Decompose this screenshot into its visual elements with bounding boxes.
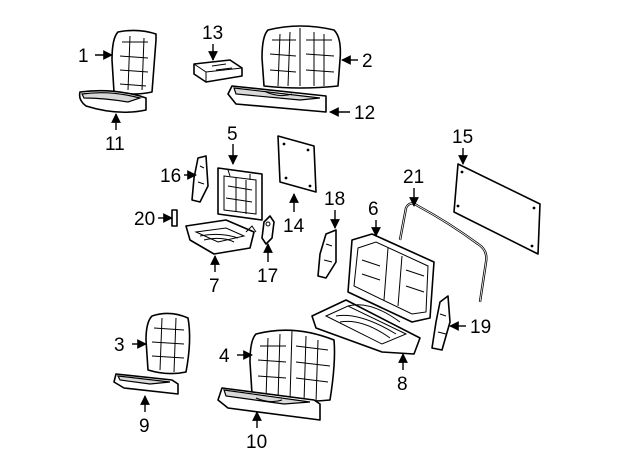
callout-9: 9 <box>139 416 150 437</box>
part-7-cushion-frame <box>185 219 257 255</box>
part-4-seat-back-double <box>249 329 336 403</box>
part-3-seat-back-left <box>145 312 191 375</box>
part-6-rear-seat-frame <box>347 233 435 323</box>
callout-11: 11 <box>105 134 125 155</box>
callout-3: 3 <box>114 335 125 356</box>
part-15-rear-panel <box>453 163 541 255</box>
part-18-side-trim <box>317 229 337 279</box>
part-9-seat-cushion-left <box>113 373 179 395</box>
callout-10: 10 <box>246 432 267 453</box>
part-14-back-panel <box>277 135 317 193</box>
callout-2: 2 <box>362 51 373 72</box>
callout-6: 6 <box>368 199 379 220</box>
callout-7: 7 <box>209 276 220 297</box>
callout-19: 19 <box>470 317 491 338</box>
part-20-bracket <box>171 209 178 227</box>
callout-8: 8 <box>397 374 408 395</box>
callout-16: 16 <box>160 166 181 187</box>
callout-15: 15 <box>452 127 473 148</box>
callout-13: 13 <box>202 23 223 44</box>
part-16-side-trim <box>191 155 209 203</box>
callout-12: 12 <box>354 103 375 124</box>
part-8-rear-cushion-frame <box>311 299 421 355</box>
part-13-pad <box>193 59 243 83</box>
callout-20: 20 <box>134 209 155 230</box>
part-1-seat-back-left <box>111 29 157 95</box>
callout-14: 14 <box>283 216 305 237</box>
leader-lines <box>95 44 468 428</box>
callout-21: 21 <box>403 167 424 188</box>
part-11-seat-cushion-left <box>78 89 147 114</box>
part-2-seat-back-double <box>261 25 342 89</box>
callout-18: 18 <box>324 189 345 210</box>
part-19-side-trim <box>431 295 451 351</box>
part-5-seat-frame <box>217 167 263 221</box>
callout-5: 5 <box>227 124 238 145</box>
callout-4: 4 <box>219 346 230 367</box>
part-12-seat-cushion-double <box>227 85 327 113</box>
callout-1: 1 <box>78 46 89 67</box>
callout-labels: 1 2 3 4 5 6 7 8 9 10 11 12 13 14 15 16 1… <box>78 23 491 453</box>
part-17-hinge <box>261 215 275 245</box>
callout-17: 17 <box>257 266 278 287</box>
part-10-seat-cushion-double <box>217 387 321 421</box>
